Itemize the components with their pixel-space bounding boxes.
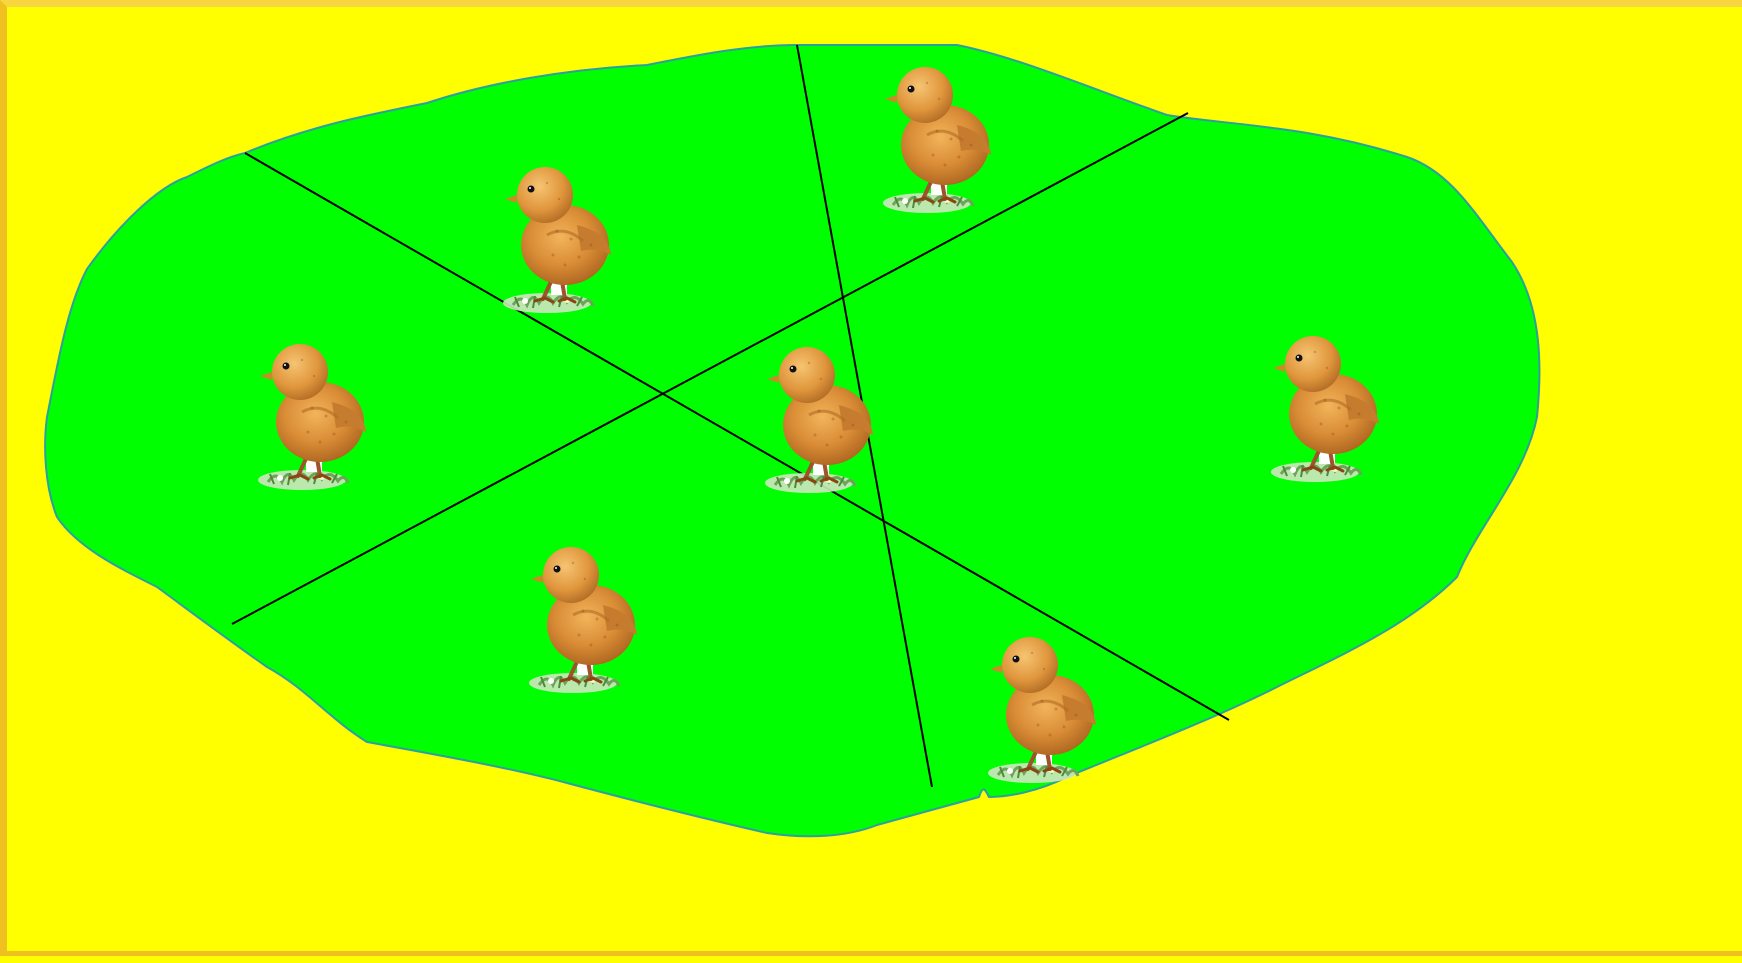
scene-canvas (7, 7, 1742, 963)
